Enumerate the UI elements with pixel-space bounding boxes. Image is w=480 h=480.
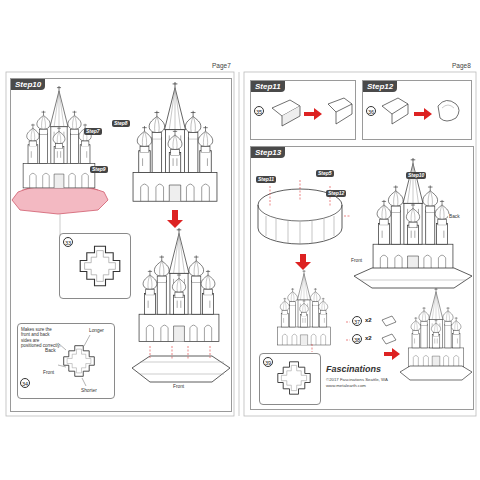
note-text: Makes sure the front and back sides are … [21,327,61,349]
callout-number: 37 [352,316,362,326]
side-label: Back [448,214,461,219]
callout-number: 39 [263,357,273,367]
side-label: Front [172,384,185,389]
side-label: Shorter [80,388,98,393]
step-reference: Step12 [326,190,346,197]
part-box: 39 [259,353,321,405]
side-label: Front [350,258,363,263]
copyright: ©2017 Fascinations Seattle, WA [326,377,388,382]
callout-number: 34 [20,378,30,388]
website: www.metalearth.com [326,383,366,388]
step-reference: Step11 [256,176,276,183]
callout-number: 36 [366,106,376,116]
step-heading: Step10 [11,79,45,90]
callout-number: 33 [63,237,73,247]
note-box: Makes sure the front and back sides are … [17,323,115,399]
page-number: Page8 [452,62,471,69]
brand-name: Fascinations [326,364,381,374]
page-number: Page7 [212,62,231,69]
step-panel: Step11 [250,80,356,140]
step-reference: Step9 [90,166,108,173]
step-heading: Step12 [363,81,397,92]
quantity: x2 [364,317,373,323]
step-panel: Step12 [362,80,472,140]
callout-number: 35 [254,106,264,116]
quantity: x2 [364,335,373,341]
callout-number: 38 [352,334,362,344]
side-label: Back [44,348,57,353]
step-reference: Step10 [406,172,426,179]
step-reference: Step5 [316,170,334,177]
step-heading: Step11 [251,81,285,92]
part-box: 33 [59,233,131,299]
step-heading: Step13 [251,147,285,158]
step-panel: Step10 33Makes sure the front and back si… [10,78,232,412]
side-label: Front [42,370,55,375]
step-reference: Step7 [84,128,102,135]
side-label: Longer [88,328,105,333]
step-reference: Step8 [112,120,130,127]
